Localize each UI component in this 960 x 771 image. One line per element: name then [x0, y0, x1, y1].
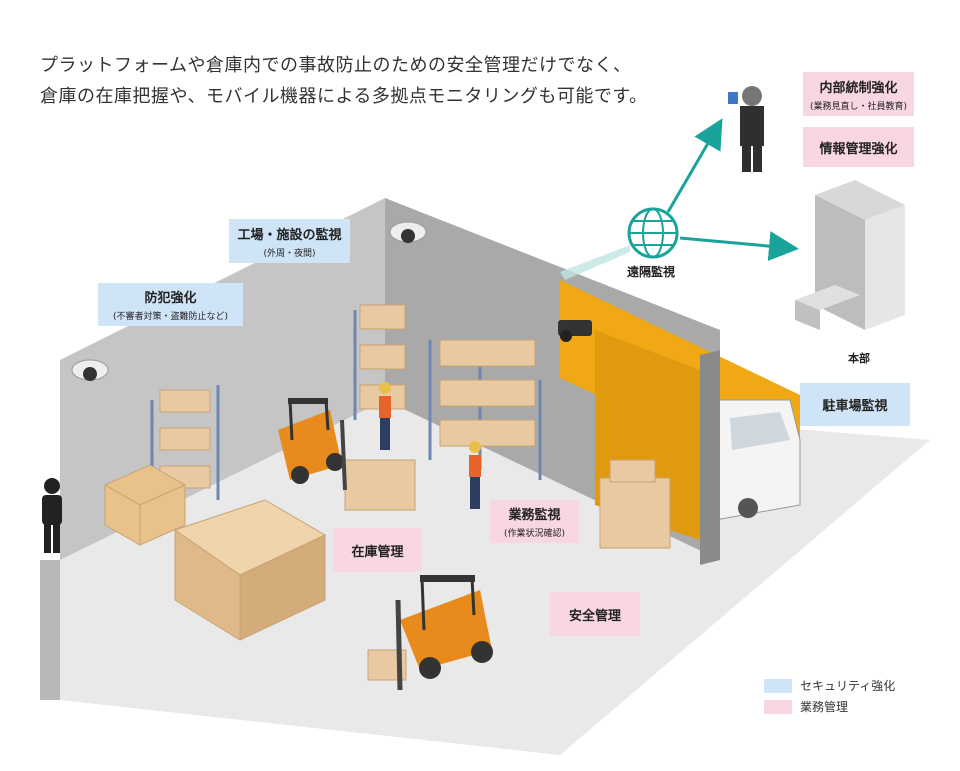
camera-icon — [558, 320, 592, 342]
hq-label: 本部 — [848, 352, 870, 365]
tag-internal-control: 内部統制強化 (業務見直し・社員教育) — [803, 72, 914, 116]
forklift — [278, 398, 347, 491]
legend-label: セキュリティ強化 — [800, 679, 896, 693]
legend-label: 業務管理 — [800, 700, 849, 714]
tag-main: 工場・施設の監視 — [237, 227, 342, 243]
worker-figure — [469, 441, 481, 509]
tag-main: 防犯強化 — [144, 291, 197, 306]
tag-main: 内部統制強化 — [819, 80, 898, 96]
legend-business: 業務管理 — [764, 698, 848, 715]
tag-sub: (外周・夜間) — [263, 248, 316, 259]
intruder-silhouette — [42, 478, 62, 553]
stacked-boxes — [173, 499, 327, 641]
intro-line-1: プラットフォームや倉庫内での事故防止のための安全管理だけでなく、 — [40, 55, 632, 76]
tag-work-monitoring: 業務監視 (作業状況確認) — [490, 500, 579, 543]
tag-sub: (作業状況確認) — [503, 529, 566, 539]
forklift — [395, 575, 493, 691]
legend-swatch — [764, 699, 792, 714]
remote-monitoring-label: 遠隔監視 — [627, 265, 676, 279]
intro-text: プラットフォームや倉庫内での事故防止のための安全管理だけでなく、 倉庫の在庫把握… — [40, 50, 648, 112]
tag-inventory: 在庫管理 — [333, 528, 422, 572]
hq-building — [795, 180, 905, 330]
tag-main: 安全管理 — [568, 608, 621, 624]
tag-main: 業務監視 — [508, 508, 561, 523]
tag-sub: (不審者対策・盗難防止など) — [112, 312, 229, 322]
tag-parking-monitoring: 駐車場監視 — [800, 383, 910, 426]
arrow-to-hq — [679, 231, 799, 262]
legend-swatch — [764, 678, 792, 693]
tag-facility-monitoring: 工場・施設の監視 (外周・夜間) — [229, 219, 350, 263]
front-left-wall — [40, 560, 60, 700]
tag-sub: (業務見直し・社員教育) — [809, 101, 908, 112]
tag-safety: 安全管理 — [550, 592, 640, 636]
tag-crime-prevention: 防犯強化 (不審者対策・盗難防止など) — [98, 283, 243, 326]
pallet-stack — [103, 464, 187, 546]
camera-icon — [389, 221, 427, 243]
worker-figure — [379, 382, 391, 450]
tag-main: 駐車場監視 — [822, 399, 888, 414]
manager-figure — [728, 86, 764, 172]
legend-security: セキュリティ強化 — [764, 677, 895, 694]
intro-line-2: 倉庫の在庫把握や、モバイル機器による多拠点モニタリングも可能です。 — [40, 86, 648, 107]
tag-main: 情報管理強化 — [819, 141, 898, 157]
signal-beam — [560, 245, 630, 280]
arrow-to-manager — [666, 118, 723, 213]
tag-info-management: 情報管理強化 — [803, 127, 914, 167]
tag-main: 在庫管理 — [351, 544, 404, 560]
camera-icon — [71, 359, 109, 381]
globe-icon — [627, 207, 679, 259]
